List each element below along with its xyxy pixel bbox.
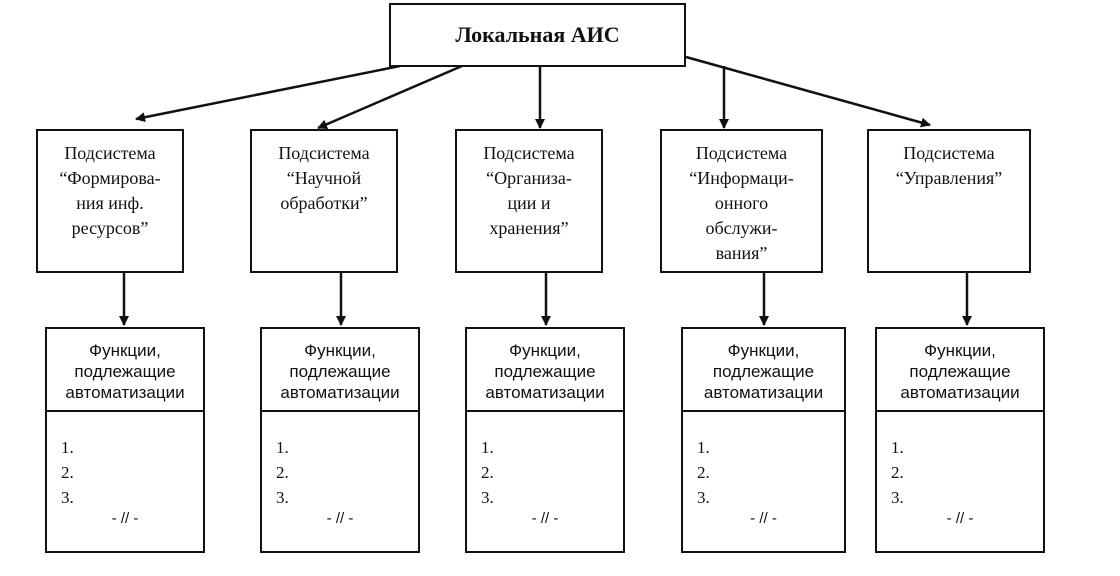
functions-header-line: Функции,: [924, 341, 996, 360]
arrow-root-to-subsystem-5: [685, 55, 931, 128]
functions-list-item: 3.: [61, 488, 74, 507]
functions-header-line: подлежащие: [494, 362, 596, 381]
subsystem-4-line: Подсистема: [695, 143, 788, 163]
subsystem-box-3: Подсистема “Организа- ции и хранения”: [455, 129, 603, 273]
functions-box-3: Функции, подлежащие автоматизации 1. 2. …: [465, 327, 625, 553]
functions-list: 1. 2. 3.: [697, 435, 710, 510]
functions-list-item: 2.: [891, 463, 904, 482]
functions-header: Функции, подлежащие автоматизации: [262, 329, 418, 412]
functions-list-item: 1.: [481, 438, 494, 457]
functions-continuation: - // -: [750, 510, 777, 527]
subsystem-2-title: Подсистема “Научной обработки”: [278, 141, 369, 216]
subsystem-5-line: “Управления”: [895, 168, 1003, 188]
subsystem-1-title: Подсистема “Формирова- ния инф. ресурсов…: [59, 141, 160, 241]
functions-header-line: подлежащие: [909, 362, 1011, 381]
functions-header-line: Функции,: [304, 341, 376, 360]
subsystem-4-line: “Информаци-: [689, 168, 794, 188]
subsystem-2-line: “Научной: [286, 168, 362, 188]
subsystem-box-2: Подсистема “Научной обработки”: [250, 129, 398, 273]
functions-header: Функции, подлежащие автоматизации: [47, 329, 203, 412]
functions-list: 1. 2. 3.: [891, 435, 904, 510]
functions-header-line: подлежащие: [289, 362, 391, 381]
subsystem-4-line: вания”: [715, 243, 768, 263]
functions-continuation: - // -: [946, 510, 974, 527]
functions-list: 1. 2. 3.: [61, 435, 74, 510]
functions-box-2: Функции, подлежащие автоматизации 1. 2. …: [260, 327, 420, 553]
subsystem-3-line: ции и: [507, 193, 551, 213]
functions-list-item: 2.: [276, 463, 289, 482]
subsystem-1-line: ресурсов”: [71, 218, 149, 238]
functions-box-4: Функции, подлежащие автоматизации 1. 2. …: [681, 327, 846, 553]
functions-header: Функции, подлежащие автоматизации: [877, 329, 1043, 412]
subsystem-5-title: Подсистема “Управления”: [896, 141, 1003, 191]
subsystem-box-5: Подсистема “Управления”: [867, 129, 1031, 273]
functions-list: 1. 2. 3.: [276, 435, 289, 510]
subsystem-4-line: обслужи-: [705, 218, 778, 238]
functions-continuation: - // -: [111, 510, 139, 527]
functions-list-item: 2.: [481, 463, 494, 482]
functions-header-line: автоматизации: [485, 383, 605, 402]
subsystem-1-line: “Формирова-: [59, 168, 161, 188]
subsystem-1-line: ния инф.: [76, 193, 144, 213]
functions-list-item: 3.: [891, 488, 904, 507]
functions-header-line: автоматизации: [703, 383, 824, 402]
functions-continuation: - // -: [326, 510, 354, 527]
functions-list-item: 1.: [697, 438, 710, 457]
functions-header-line: Функции,: [89, 341, 161, 360]
root-label: Локальная АИС: [455, 22, 620, 47]
functions-header: Функции, подлежащие автоматизации: [683, 329, 844, 412]
arrow-root-to-subsystem-2: [317, 64, 463, 130]
functions-list-item: 1.: [891, 438, 904, 457]
functions-header-line: автоматизации: [65, 383, 185, 402]
functions-header: Функции, подлежащие автоматизации: [467, 329, 623, 412]
subsystem-3-title: Подсистема “Организа- ции и хранения”: [483, 141, 574, 241]
subsystem-4-line: онного: [714, 193, 769, 213]
functions-list-item: 3.: [276, 488, 289, 507]
functions-list-item: 1.: [276, 438, 289, 457]
functions-list-item: 2.: [61, 463, 74, 482]
functions-header-line: подлежащие: [74, 362, 176, 381]
subsystem-2-line: Подсистема: [278, 143, 370, 163]
subsystem-3-line: “Организа-: [486, 168, 572, 188]
functions-list: 1. 2. 3.: [481, 435, 494, 510]
subsystem-4-title: Подсистема “Информаци- онного обслужи- в…: [689, 141, 794, 266]
functions-header-line: Функции,: [509, 341, 581, 360]
subsystem-box-4: Подсистема “Информаци- онного обслужи- в…: [660, 129, 823, 273]
subsystem-2-line: обработки”: [280, 193, 368, 213]
functions-list-item: 2.: [697, 463, 710, 482]
functions-list-item: 3.: [697, 488, 710, 507]
functions-header-line: Функции,: [727, 341, 800, 360]
root-node: Локальная АИС: [389, 3, 686, 67]
functions-header-line: автоматизации: [900, 383, 1020, 402]
subsystem-box-1: Подсистема “Формирова- ния инф. ресурсов…: [36, 129, 184, 273]
arrow-root-to-subsystem-1: [135, 64, 401, 123]
functions-box-1: Функции, подлежащие автоматизации 1. 2. …: [45, 327, 205, 553]
functions-header-line: автоматизации: [280, 383, 400, 402]
functions-header-line: подлежащие: [712, 362, 815, 381]
subsystem-5-line: Подсистема: [903, 143, 995, 163]
functions-continuation: - // -: [531, 510, 559, 527]
subsystem-3-line: Подсистема: [483, 143, 575, 163]
functions-box-5: Функции, подлежащие автоматизации 1. 2. …: [875, 327, 1045, 553]
functions-list-item: 3.: [481, 488, 494, 507]
subsystem-1-line: Подсистема: [64, 143, 156, 163]
subsystem-3-line: хранения”: [489, 218, 569, 238]
functions-list-item: 1.: [61, 438, 74, 457]
